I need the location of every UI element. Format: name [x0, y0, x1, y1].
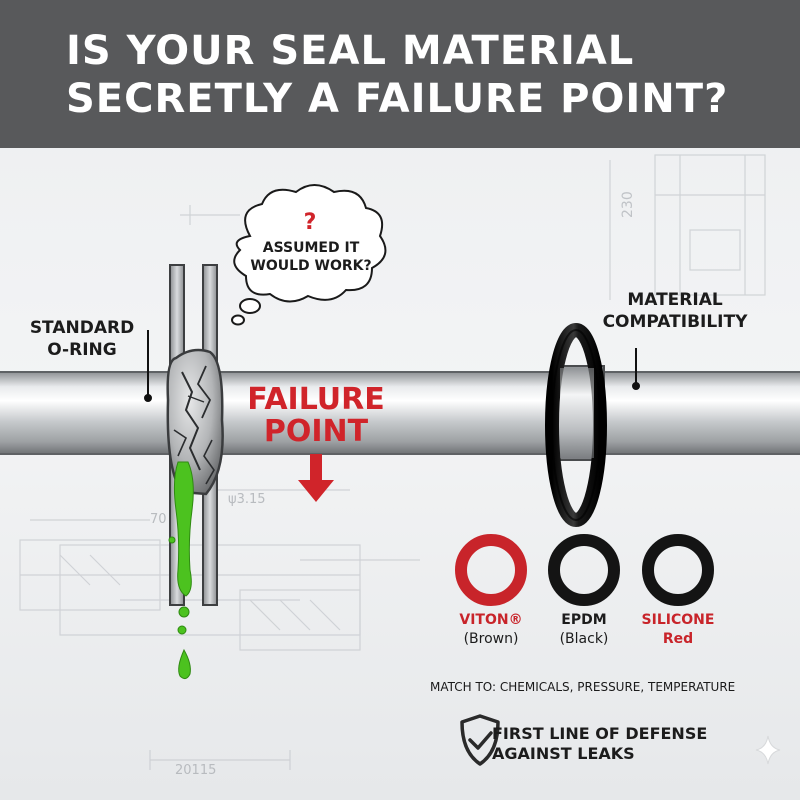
match-criteria-text: MATCH TO: CHEMICALS, PRESSURE, TEMPERATU… — [430, 680, 736, 694]
material-note-viton: (Brown) — [463, 631, 519, 647]
defense-line-2: AGAINST LEAKS — [492, 744, 635, 763]
material-note-epdm: (Black) — [559, 631, 609, 647]
standard-oring-label-1: STANDARD — [29, 318, 135, 338]
blueprint-dim-1: 230 — [620, 191, 636, 218]
failure-arrow-icon — [298, 454, 334, 502]
standard-oring-label-2: O-RING — [47, 340, 117, 360]
thought-bubble — [231, 184, 387, 326]
question-mark: ? — [303, 210, 317, 235]
green-leak — [168, 461, 194, 680]
material-name-epdm: EPDM — [561, 612, 607, 628]
material-note-silicone: Red — [662, 631, 694, 647]
callout-lines — [144, 330, 640, 402]
blueprint-dim-3: 70 — [150, 512, 167, 527]
epdm-ring — [548, 534, 620, 606]
bubble-line-1: ASSUMED IT — [262, 240, 360, 256]
title-line-1: IS YOUR SEAL MATERIAL — [66, 28, 635, 74]
blueprint-dim-4: 20115 — [175, 763, 216, 778]
pipe — [0, 371, 800, 455]
material-rings — [455, 534, 714, 606]
blueprint-background — [19, 154, 766, 770]
compat-label-1: MATERIAL — [627, 290, 723, 310]
failure-label-2: POINT — [263, 414, 369, 449]
header-banner: IS YOUR SEAL MATERIAL SECRETLY A FAILURE… — [0, 0, 800, 148]
bubble-line-2: WOULD WORK? — [250, 258, 372, 274]
defense-line-1: FIRST LINE OF DEFENSE — [492, 724, 708, 743]
silicone-ring — [642, 534, 714, 606]
material-name-silicone: SILICONE — [641, 612, 715, 628]
failure-label-1: FAILURE — [247, 382, 385, 417]
compat-label-2: COMPATIBILITY — [602, 312, 748, 332]
sparkle-icon — [755, 735, 781, 765]
blueprint-dim-2: ψ3.15 — [228, 492, 266, 507]
compatible-fitting — [545, 323, 607, 527]
title-line-2: SECRETLY A FAILURE POINT? — [66, 76, 729, 122]
shield-check-icon — [460, 714, 500, 766]
material-name-viton: VITON® — [459, 612, 523, 628]
cracked-oring — [166, 348, 224, 496]
viton-ring — [455, 534, 527, 606]
